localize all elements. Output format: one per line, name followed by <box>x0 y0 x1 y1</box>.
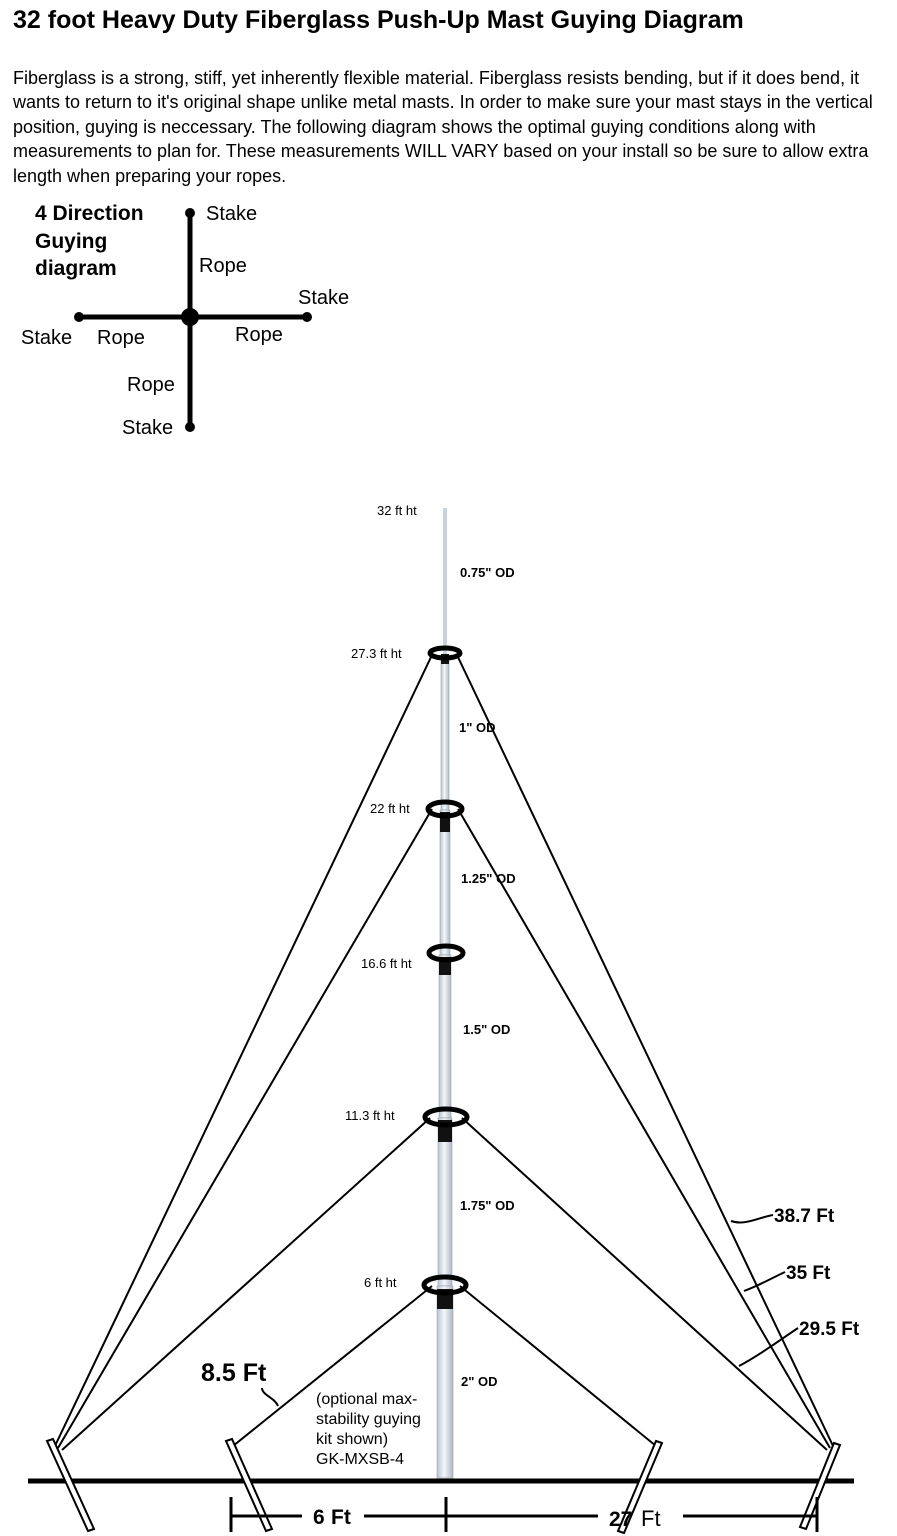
guy-rope-6ft-left <box>232 1285 433 1447</box>
guy-rope-22ft-right <box>457 808 831 1449</box>
stakes <box>45 1437 842 1535</box>
guy-rope-6ft-right <box>459 1285 657 1447</box>
cross-stake-right-label: Stake <box>298 287 349 309</box>
cross-rope-bottom-label: Rope <box>127 374 175 396</box>
callout-line-35 <box>743 1271 786 1292</box>
guy-ring-22ft <box>425 799 465 819</box>
dim-inner-value: 6 <box>313 1506 325 1529</box>
od-label-1.25: 1.25" OD <box>461 871 516 886</box>
guy-rope-27ft-left <box>53 654 433 1449</box>
guy-ring-11ft <box>422 1106 470 1128</box>
guy-ropes <box>53 654 835 1451</box>
height-label-6: 6 ft ht <box>364 1275 397 1290</box>
cross-stake-bottom-dot <box>185 422 195 432</box>
mast-section-5 <box>437 1117 453 1287</box>
stake-far-left <box>45 1437 96 1533</box>
ground-dimensions: 6 Ft 27 Ft <box>229 1497 819 1532</box>
cross-title-line3: diagram <box>35 257 117 280</box>
height-labels: 32 ft ht 27.3 ft ht 22 ft ht 16.6 ft ht … <box>345 503 417 1290</box>
rope-length-callouts: 38.7 Ft 35 Ft 29.5 Ft 8.5 Ft <box>201 1206 860 1407</box>
guy-rope-11ft-left <box>61 1117 431 1451</box>
mast-section-top <box>443 508 447 656</box>
height-label-11: 11.3 ft ht <box>345 1108 395 1123</box>
rope-length-8.5: 8.5 Ft <box>201 1359 267 1387</box>
guy-rings <box>421 645 470 1309</box>
od-label-1.5: 1.5" OD <box>463 1022 510 1037</box>
dim-outer-unit: Ft <box>641 1506 661 1531</box>
intro-paragraph: Fiberglass is a strong, stiff, yet inher… <box>13 68 873 186</box>
callout-line-29.5 <box>738 1327 799 1367</box>
stake-far-right <box>798 1441 842 1531</box>
kit-note-line3: kit shown) <box>316 1431 388 1448</box>
page-title: 32 foot Heavy Duty Fiberglass Push-Up Ma… <box>13 6 744 34</box>
rope-length-35: 35 Ft <box>786 1263 831 1284</box>
cross-rope-top-label: Rope <box>199 255 247 277</box>
od-label-2: 2" OD <box>461 1374 498 1389</box>
cross-stake-left-dot <box>74 312 84 322</box>
cross-stake-top-dot <box>185 208 195 218</box>
stake-inner-right <box>616 1439 664 1535</box>
cross-stake-bottom-label: Stake <box>122 417 173 439</box>
rope-length-29.5: 29.5 Ft <box>799 1319 860 1340</box>
cross-rope-right-label: Rope <box>235 324 283 346</box>
od-label-1.75: 1.75" OD <box>460 1198 515 1213</box>
kit-note-line2: stability guying <box>316 1411 421 1428</box>
mast <box>436 508 454 1479</box>
kit-note-line4: GK-MXSB-4 <box>316 1451 404 1468</box>
cross-diagram: 4 Direction Guying diagram Stake Rope St… <box>21 202 349 439</box>
mast-section-2 <box>440 654 450 811</box>
kit-note: (optional max- stability guying kit show… <box>316 1391 421 1468</box>
dim-inner-unit: Ft <box>331 1506 351 1529</box>
od-label-1: 1" OD <box>459 720 496 735</box>
od-label-0.75: 0.75" OD <box>460 565 515 580</box>
cross-title-line2: Guying <box>35 230 107 253</box>
guy-rope-27ft-right <box>456 654 835 1449</box>
cross-rope-left-label: Rope <box>97 327 145 349</box>
cross-stake-left-label: Stake <box>21 327 72 349</box>
kit-note-line1: (optional max- <box>316 1391 417 1408</box>
cross-mast-dot <box>181 308 199 326</box>
mast-section-base <box>436 1285 454 1479</box>
height-label-32: 32 ft ht <box>377 503 417 518</box>
height-label-27: 27.3 ft ht <box>351 646 402 661</box>
guy-ring-16ft <box>426 943 466 963</box>
diameter-labels: 0.75" OD 1" OD 1.25" OD 1.5" OD 1.75" OD… <box>459 565 516 1389</box>
rope-length-38.7: 38.7 Ft <box>774 1206 835 1227</box>
cross-stake-top-label: Stake <box>206 203 257 225</box>
callout-line-38.7 <box>730 1214 774 1224</box>
height-label-16: 16.6 ft ht <box>361 956 412 971</box>
stake-inner-left <box>224 1437 274 1533</box>
guy-ring-27ft <box>427 645 463 661</box>
cross-title-line1: 4 Direction <box>35 202 144 225</box>
height-label-22: 22 ft ht <box>370 801 410 816</box>
guy-rope-22ft-left <box>57 808 433 1449</box>
guy-ring-6ft <box>421 1274 469 1296</box>
mast-section-4 <box>438 954 452 1119</box>
guy-rope-11ft-right <box>461 1117 828 1451</box>
callout-line-8.5 <box>261 1387 279 1407</box>
dim-outer-value: 27 <box>609 1508 632 1531</box>
cross-stake-right-dot <box>302 312 312 322</box>
clamp-22ft <box>440 812 450 832</box>
